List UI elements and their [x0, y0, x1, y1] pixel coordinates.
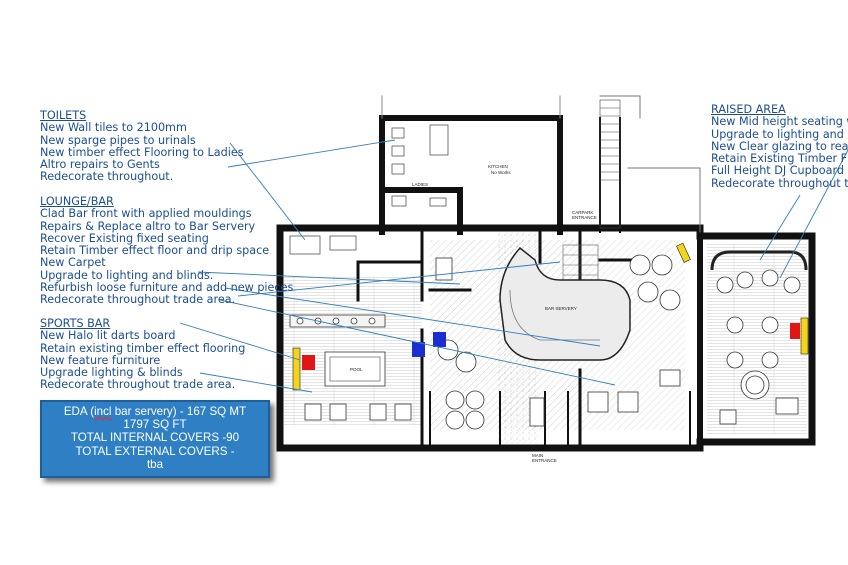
notes-sports-item: Retain existing timber effect flooring [40, 341, 246, 355]
toilet-back [381, 95, 561, 119]
summary-external-covers: TOTAL EXTERNAL COVERS - [75, 444, 235, 458]
notes-raised-item: New Mid height seating wi [711, 115, 848, 129]
blue-feature-furniture-1 [412, 342, 425, 357]
notes-raised-item: Redecorate throughout tra [711, 176, 848, 190]
yellow-marker-raised-2 [800, 317, 809, 355]
notes-lounge-item: Refurbish loose furniture and add new pi… [40, 281, 294, 295]
sports-bar-floor [284, 276, 422, 426]
yellow-marker-sports [292, 347, 301, 391]
leader-lounge-4 [237, 261, 561, 297]
notes-lounge-item: Upgrade to lighting and blinds. [40, 268, 214, 282]
leader-sports-1 [219, 299, 616, 386]
notes-toilets-item: Altro repairs to Gents [40, 158, 160, 172]
accent-marks [292, 242, 809, 391]
furniture [289, 250, 808, 430]
leader-lounge-3 [224, 287, 601, 347]
bar-servery-label: BAR SERVERY [545, 306, 577, 311]
notes-sports-item: Upgrade lighting & blinds [40, 366, 183, 380]
ladies-label: LADIES [412, 182, 428, 187]
summary-internal-covers: TOTAL INTERNAL COVERS -90 [70, 431, 240, 445]
notes-lounge-item: Redecorate throughout trade area. [40, 293, 236, 307]
notes-sports-item: Redecorate throughout trade area. [40, 378, 236, 392]
leader-toilets [227, 139, 396, 168]
leader-sports-3 [199, 372, 313, 393]
toilet-fittings [289, 124, 449, 255]
notes-lounge-heading: LOUNGE/BAR [40, 195, 114, 208]
notes-toilets-item: New Wall tiles to 2100mm [40, 121, 187, 135]
yellow-marker-raised-1 [676, 242, 691, 263]
leader-sports-2 [179, 322, 301, 361]
stair-wall [599, 117, 621, 233]
back-outline [599, 95, 701, 233]
notes-toilets: TOILETS New Wall tiles to 2100mm New spa… [40, 109, 244, 184]
bottom-bays [429, 391, 691, 447]
notes-lounge-item: Clad Bar front with applied mouldings [40, 207, 252, 221]
notes-toilets-heading: TOILETS [40, 109, 87, 122]
bar-counter-curve [499, 246, 631, 361]
notes-lounge-item: Recover Existing fixed seating [40, 231, 209, 245]
notes-lounge-bar: LOUNGE/BAR Clad Bar front with applied m… [40, 195, 294, 307]
notes-raised-item: New Clear glazing to rear w [711, 139, 848, 153]
notes-lounge-item: Repairs & Replace altro to Bar Servery [40, 219, 256, 233]
leader-lines [179, 139, 848, 393]
raised-banquette [710, 250, 808, 271]
bar-servery [499, 246, 631, 361]
notes-raised-item: Retain Existing Timber Floo [711, 152, 848, 166]
notes-raised-item: Upgrade to lighting and ne [711, 127, 848, 141]
leader-raised-1 [759, 194, 801, 261]
notes-lounge-item: New Carpet [40, 256, 106, 270]
rear-stair [599, 99, 621, 229]
notes-toilets-item: New sparge pipes to urinals [40, 133, 196, 147]
leader-raised-2 [779, 149, 848, 279]
notes-raised-item: Full Height DJ Cupboard [711, 164, 845, 178]
area-summary-box: EDA (incl bar servery) - 167 SQ MT 1797 … [40, 400, 270, 478]
room-labels: KITCHEN No Works LADIES POOL BAR SERVERY… [350, 164, 597, 463]
red-raised-marker [790, 323, 800, 339]
summary-area-line: EDA (incl bar servery) - 167 SQ MT [63, 405, 247, 418]
pool-label: POOL [350, 367, 363, 372]
blue-feature-furniture-2 [433, 332, 446, 347]
summary-external-tba: tba [146, 457, 164, 471]
red-darts-board-marker [302, 355, 315, 370]
notes-toilets-item: Redecorate throughout. [40, 170, 174, 184]
pool-table [324, 351, 386, 387]
kitchen-label: KITCHEN [488, 164, 508, 169]
notes-lounge-item: Retain Timber effect floor and drip spac… [40, 244, 270, 258]
notes-raised-area: RAISED AREA New Mid height seating wi Up… [711, 103, 848, 190]
leader-lounge-1 [229, 142, 306, 241]
notes-sports-item: New feature furniture [40, 353, 161, 367]
leader-lounge-2 [197, 271, 461, 285]
kitchen-block [379, 115, 563, 235]
notes-raised-heading: RAISED AREA [711, 103, 786, 116]
kitchen-sub-label: No Works [491, 170, 511, 175]
notes-sports-bar: SPORTS BAR New Halo lit darts board Reta… [40, 317, 246, 392]
notes-sports-heading: SPORTS BAR [40, 317, 111, 330]
notes-sports-item: New Halo lit darts board [40, 329, 176, 343]
summary-sqft-line: 1797 SQ FT [123, 418, 187, 432]
notes-toilets-item: New timber effect Flooring to Ladies [40, 145, 244, 159]
